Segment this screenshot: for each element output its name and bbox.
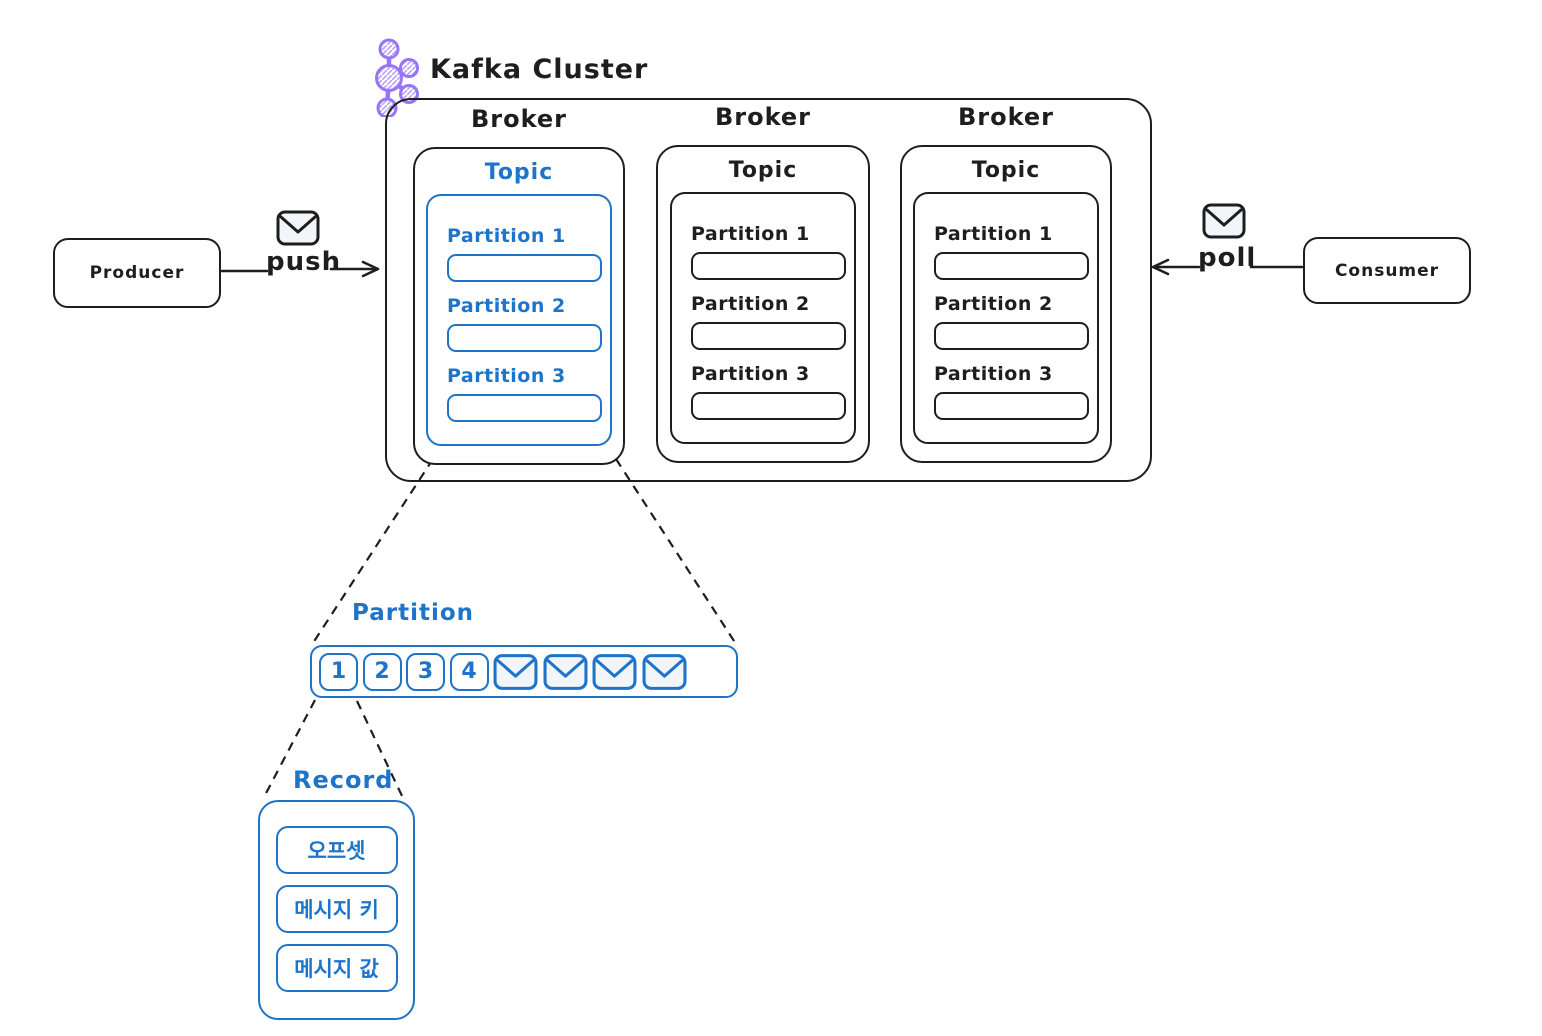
offset-cell: 2 bbox=[362, 652, 402, 691]
partition-label: Partition 2 bbox=[934, 293, 1053, 315]
partition-bar bbox=[934, 322, 1089, 350]
partition-group: Partition 2 bbox=[447, 295, 610, 352]
partition-detail-box: 1 2 3 4 bbox=[310, 645, 738, 698]
offset-cell: 1 bbox=[319, 652, 358, 691]
partition-group: Partition 1 bbox=[447, 225, 610, 282]
partition-bar bbox=[691, 252, 846, 280]
topic-label: Topic bbox=[728, 158, 798, 183]
broker-1-label: Broker bbox=[470, 105, 568, 133]
partition-bar bbox=[691, 322, 846, 350]
record-field-message-key: 메시지 키 bbox=[275, 885, 398, 933]
topic-box: Partition 1 Partition 2 Partition 3 bbox=[913, 192, 1099, 444]
broker-2-box: Topic Partition 1 Partition 2 Partition … bbox=[656, 145, 870, 463]
broker-3-label: Broker bbox=[957, 103, 1055, 131]
partition-label: Partition 1 bbox=[447, 225, 566, 247]
partition-group: Partition 1 bbox=[691, 223, 854, 280]
partition-group: Partition 1 bbox=[934, 223, 1097, 280]
cluster-title: Kafka Cluster bbox=[430, 54, 649, 85]
partition-label: Partition 1 bbox=[934, 223, 1053, 245]
push-label: push bbox=[266, 247, 342, 277]
envelope-icon bbox=[642, 653, 687, 691]
poll-label: poll bbox=[1198, 243, 1257, 273]
partition-group: Partition 3 bbox=[934, 363, 1097, 420]
partition-label: Partition 3 bbox=[447, 365, 566, 387]
record-detail-box: 오프셋 메시지 키 메시지 값 bbox=[258, 800, 415, 1020]
consumer-box: Consumer bbox=[1303, 237, 1471, 304]
record-detail-title: Record bbox=[293, 766, 394, 794]
partition-detail-title: Partition bbox=[352, 600, 475, 626]
record-field-message-value: 메시지 값 bbox=[275, 944, 398, 992]
partition-bar bbox=[934, 392, 1089, 420]
topic-label: Topic bbox=[484, 160, 554, 185]
envelope-icon bbox=[493, 653, 538, 691]
envelope-icon bbox=[276, 210, 320, 246]
partition-bar bbox=[447, 254, 602, 282]
partition-label: Partition 3 bbox=[934, 363, 1053, 385]
partition-bar bbox=[447, 394, 602, 422]
broker-3-box: Topic Partition 1 Partition 2 Partition … bbox=[900, 145, 1112, 463]
envelope-icon bbox=[592, 653, 637, 691]
partition-bar bbox=[934, 252, 1089, 280]
offset-cell: 3 bbox=[406, 652, 445, 691]
record-field-offset: 오프셋 bbox=[275, 826, 398, 874]
partition-bar bbox=[691, 392, 846, 420]
envelope-icon bbox=[1202, 203, 1246, 239]
kafka-cluster-box bbox=[385, 98, 1152, 482]
producer-box: Producer bbox=[53, 238, 221, 308]
partition-bar bbox=[447, 324, 602, 352]
offset-cell: 4 bbox=[449, 652, 489, 691]
partition-group: Partition 3 bbox=[691, 363, 854, 420]
broker-2-label: Broker bbox=[714, 103, 812, 131]
partition-label: Partition 1 bbox=[691, 223, 810, 245]
topic-box: Partition 1 Partition 2 Partition 3 bbox=[426, 194, 612, 446]
producer-label: Producer bbox=[89, 263, 185, 283]
partition-label: Partition 2 bbox=[447, 295, 566, 317]
partition-label: Partition 2 bbox=[691, 293, 810, 315]
envelope-icon bbox=[543, 653, 588, 691]
partition-group: Partition 3 bbox=[447, 365, 610, 422]
topic-box: Partition 1 Partition 2 Partition 3 bbox=[670, 192, 856, 444]
partition-group: Partition 2 bbox=[934, 293, 1097, 350]
consumer-label: Consumer bbox=[1334, 260, 1440, 281]
partition-group: Partition 2 bbox=[691, 293, 854, 350]
partition-label: Partition 3 bbox=[691, 363, 810, 385]
topic-label: Topic bbox=[971, 158, 1041, 183]
broker-1-box: Topic Partition 1 Partition 2 Partition … bbox=[413, 147, 625, 465]
